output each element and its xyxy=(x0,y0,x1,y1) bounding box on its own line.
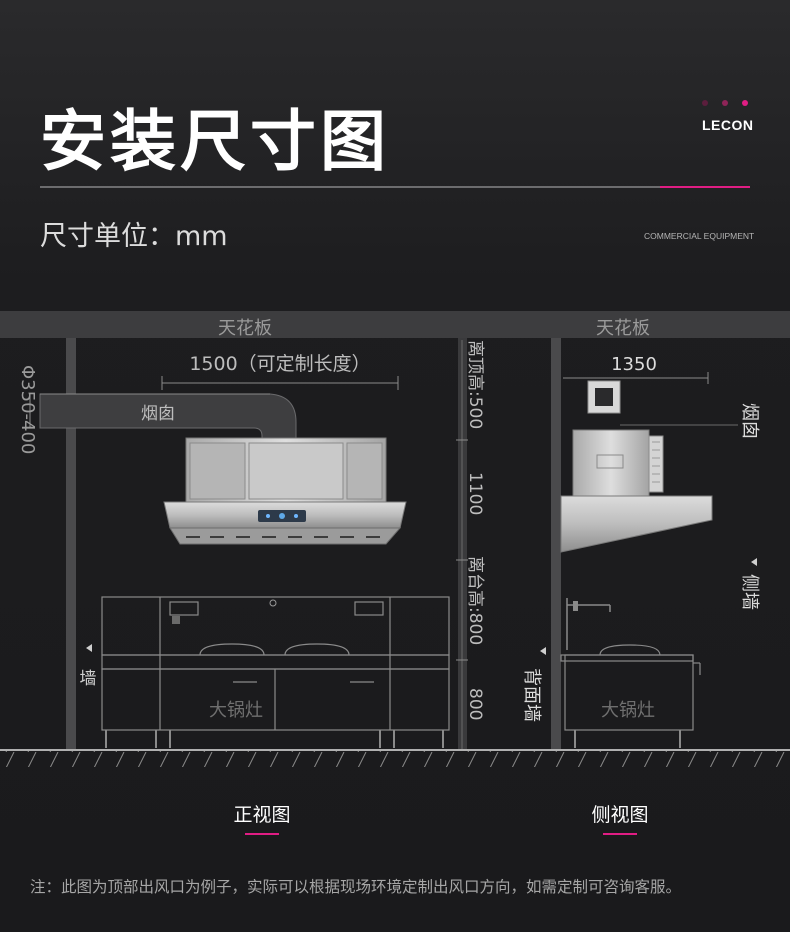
front-width-label: 1500（可定制长度） xyxy=(189,353,370,375)
header-divider-accent xyxy=(660,186,750,188)
side-hood-canopy xyxy=(560,495,713,553)
side-view-underline xyxy=(603,833,637,835)
floor-hatching xyxy=(0,751,790,767)
front-top-clearance-label: 离顶高:500 xyxy=(465,340,485,429)
front-duct-diameter-label: Φ350-400 xyxy=(17,365,38,454)
front-wall-label: 墙 xyxy=(80,669,97,689)
side-depth-label: 1350 xyxy=(611,354,657,375)
front-wall-arrow-icon xyxy=(86,644,92,652)
ceiling-band xyxy=(0,311,790,338)
front-stove-height-label: 800 xyxy=(465,688,485,720)
back-wall-arrow-icon xyxy=(540,647,546,655)
installation-drawing: 1500（可定制长度） Φ350-400 烟囱 离顶高:500 1100 离台高… xyxy=(0,338,790,767)
side-stove-outline xyxy=(560,644,701,731)
footnote: 注：此图为顶部出风口为例子，实际可以根据现场环境定制出风口方向，如需定制可咨询客… xyxy=(30,878,682,896)
brand-dot-2 xyxy=(722,100,728,106)
side-chimney-label: 烟囱 xyxy=(739,403,760,439)
front-view-label: 正视图 xyxy=(233,804,291,826)
side-hood-fan-box xyxy=(572,429,650,497)
unit-label: 尺寸单位：mm xyxy=(40,221,228,252)
brand-dot-3 xyxy=(742,100,748,106)
front-left-wall xyxy=(66,338,76,750)
front-stove-outline xyxy=(101,596,450,731)
header-divider xyxy=(40,186,750,188)
front-ceiling-label: 天花板 xyxy=(218,318,272,339)
side-wall-arrow-icon xyxy=(751,558,757,566)
brand-dots xyxy=(702,100,748,106)
side-view-label: 侧视图 xyxy=(591,804,649,826)
brand-dot-1 xyxy=(702,100,708,106)
front-stove-label: 大锅灶 xyxy=(209,700,263,721)
page-title: 安装尺寸图 xyxy=(40,103,390,180)
side-wall-label: 侧墙 xyxy=(739,574,760,610)
side-stove-label: 大锅灶 xyxy=(601,700,655,721)
front-stove-legs xyxy=(105,730,444,748)
side-back-wall-label: 背面墙 xyxy=(521,668,542,722)
front-view-underline xyxy=(245,833,279,835)
brand-name: LECON xyxy=(702,117,754,133)
front-counter-clearance-label: 离台高:800 xyxy=(465,556,485,645)
front-chimney-label: 烟囱 xyxy=(141,404,175,424)
brand-tagline: COMMERCIAL EQUIPMENT xyxy=(644,231,755,241)
front-hood-height-label: 1100 xyxy=(465,472,485,515)
side-back-wall xyxy=(551,338,561,750)
side-ceiling-label: 天花板 xyxy=(596,318,650,339)
